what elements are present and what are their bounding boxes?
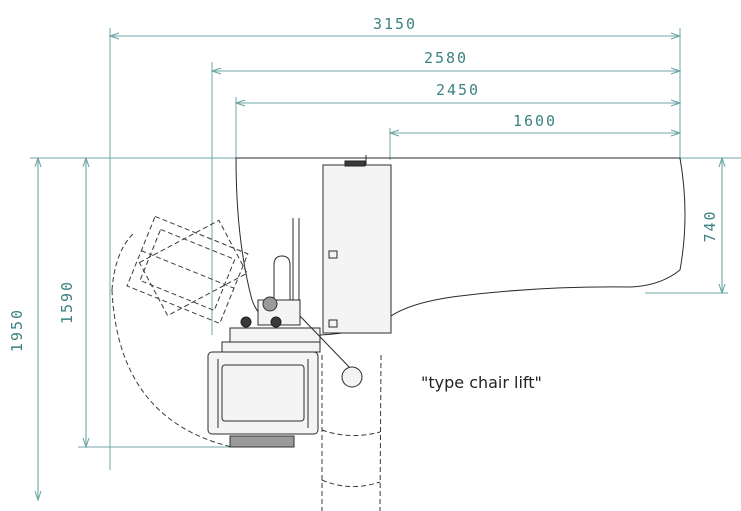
dimension-2450: 2450 — [236, 81, 680, 103]
dimension-2580-label: 2580 — [424, 49, 468, 67]
legrest-dashed — [321, 354, 382, 511]
headrest-swing-inner — [138, 219, 248, 317]
cabinet — [322, 155, 392, 334]
chair-seat — [207, 351, 319, 448]
chair-mechanism — [221, 218, 363, 388]
dimension-740: 740 — [701, 158, 722, 293]
dimension-3150: 3150 — [110, 15, 680, 36]
dimension-1590-label: 1590 — [58, 280, 76, 324]
dimension-2580: 2580 — [212, 49, 680, 71]
dimension-1950-label: 1950 — [8, 308, 26, 352]
dimension-1600-label: 1600 — [513, 112, 557, 130]
headrest-swing-positions — [126, 215, 249, 325]
dimension-740-label: 740 — [701, 209, 719, 242]
work-area-outline — [235, 157, 686, 336]
dimension-1590: 1590 — [58, 158, 86, 447]
type-caption: "type chair lift" — [421, 373, 542, 392]
chair-swing-arc — [111, 231, 233, 448]
dimension-1600: 1600 — [390, 112, 680, 133]
dimension-1950: 1950 — [8, 158, 38, 500]
dimension-3150-label: 3150 — [373, 15, 417, 33]
dimension-2450-label: 2450 — [436, 81, 480, 99]
